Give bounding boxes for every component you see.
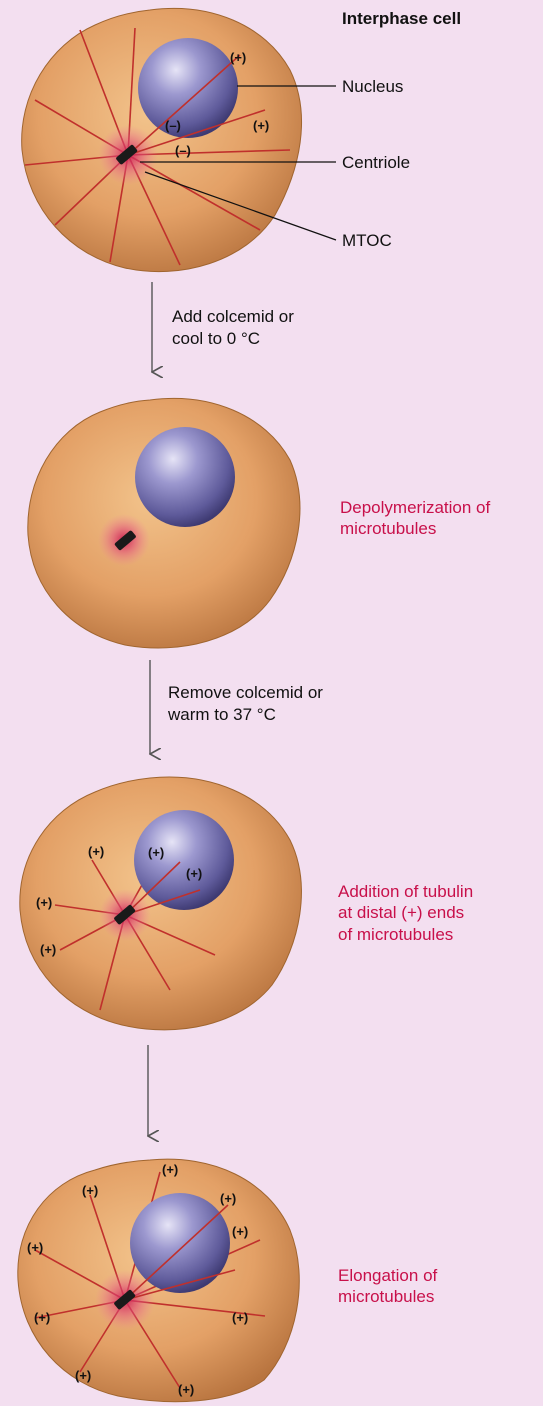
plus-end-label: (+) — [232, 1224, 248, 1239]
centriole-label: Centriole — [342, 153, 410, 172]
plus-end-label: (+) — [82, 1183, 98, 1198]
nucleus-sphere — [135, 427, 235, 527]
step-arrow-1: Add colcemid or cool to 0 °C — [152, 282, 294, 372]
mtoc-label: MTOC — [342, 231, 392, 250]
plus-end-label: (+) — [88, 844, 104, 859]
plus-end-label: (+) — [232, 1310, 248, 1325]
result-label: Addition of tubulin — [338, 882, 473, 901]
step2-text: Remove colcemid or — [168, 683, 323, 702]
step-arrow-2: Remove colcemid or warm to 37 °C — [150, 660, 323, 754]
minus-end-label: (–) — [165, 118, 181, 133]
result-label: Elongation of — [338, 1266, 438, 1285]
plus-end-label: (+) — [27, 1240, 43, 1255]
result-label: microtubules — [338, 1287, 434, 1306]
panel-regrowth: (+) (+) (+) (+) (+) Addition of tubulin … — [20, 777, 473, 1030]
plus-end-label: (+) — [186, 866, 202, 881]
plus-end-label: (+) — [220, 1191, 236, 1206]
plus-end-label: (+) — [253, 118, 269, 133]
plus-end-label: (+) — [162, 1162, 178, 1177]
result-label: microtubules — [340, 519, 436, 538]
minus-end-label: (–) — [175, 143, 191, 158]
plus-end-label: (+) — [148, 845, 164, 860]
plus-end-label: (+) — [34, 1310, 50, 1325]
nucleus-sphere — [130, 1193, 230, 1293]
step1-text: cool to 0 °C — [172, 329, 260, 348]
result-label: of microtubules — [338, 925, 453, 944]
step1-text: Add colcemid or — [172, 307, 294, 326]
panel-interphase: (+) (+) (–) (–) Interphase cell Nucleus … — [22, 8, 461, 271]
plus-end-label: (+) — [40, 942, 56, 957]
result-label: Depolymerization of — [340, 498, 491, 517]
panel-elongation: (+) (+) (+) (+) (+) (+) (+) (+) (+) Elon… — [18, 1159, 438, 1402]
result-label: at distal (+) ends — [338, 903, 464, 922]
panel-depolymerized: Depolymerization of microtubules — [28, 398, 491, 648]
plus-end-label: (+) — [36, 895, 52, 910]
plus-end-label: (+) — [178, 1382, 194, 1397]
plus-end-label: (+) — [230, 50, 246, 65]
nucleus-label: Nucleus — [342, 77, 403, 96]
step2-text: warm to 37 °C — [167, 705, 276, 724]
panel-title: Interphase cell — [342, 9, 461, 28]
plus-end-label: (+) — [75, 1368, 91, 1383]
